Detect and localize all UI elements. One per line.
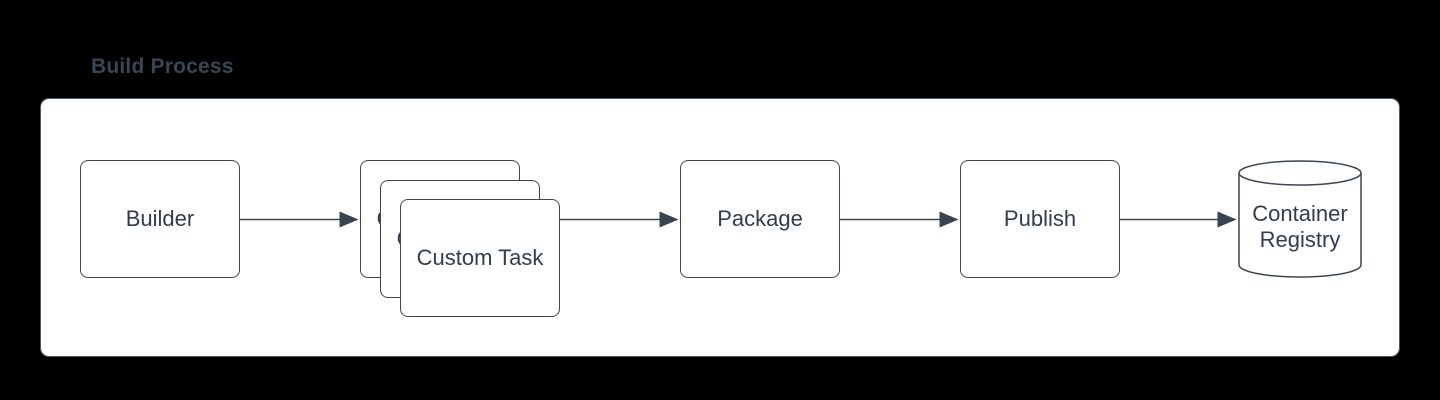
node-builder[interactable]: Builder bbox=[80, 160, 240, 278]
node-container-registry[interactable]: Container Registry bbox=[1238, 160, 1362, 278]
diagram-title: Build Process bbox=[91, 55, 234, 78]
cylinder-shape-icon bbox=[1238, 160, 1362, 278]
node-builder-label: Builder bbox=[125, 206, 195, 232]
node-publish[interactable]: Publish bbox=[960, 160, 1120, 278]
node-package-label: Package bbox=[717, 206, 803, 232]
node-custom-task-front[interactable]: Custom Task bbox=[400, 199, 560, 317]
node-package[interactable]: Package bbox=[680, 160, 840, 278]
node-container-registry-label: Container Registry bbox=[1252, 201, 1348, 252]
node-publish-label: Publish bbox=[1003, 206, 1077, 232]
node-custom-task-front-label: Custom Task bbox=[416, 245, 544, 271]
